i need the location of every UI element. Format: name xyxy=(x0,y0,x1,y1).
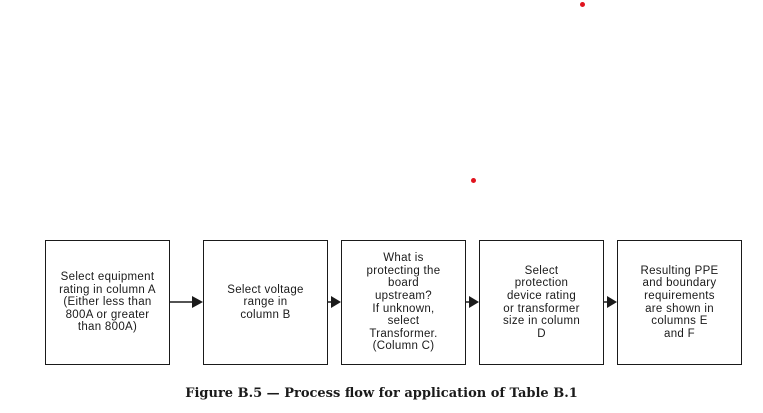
step-box-voltage-range: Select voltage range in column B xyxy=(203,240,328,365)
step-text: Select equipment rating in column A (Eit… xyxy=(59,271,156,334)
step-text: Select protection device rating or trans… xyxy=(502,264,581,340)
step-text: Resulting PPE and boundary requirements … xyxy=(640,264,719,340)
arrow-right-icon xyxy=(170,296,203,308)
step-box-upstream-protection: What is protecting the board upstream? I… xyxy=(341,240,466,365)
arrow-right-icon xyxy=(328,296,341,308)
arrow-right-icon xyxy=(466,296,479,308)
figure-caption: Figure B.5 — Process flow for applicatio… xyxy=(185,386,578,401)
red-dot-marker xyxy=(471,178,476,183)
step-box-device-rating: Select protection device rating or trans… xyxy=(479,240,604,365)
arrow-right-icon xyxy=(604,296,617,308)
step-box-equipment-rating: Select equipment rating in column A (Eit… xyxy=(45,240,170,365)
step-text: What is protecting the board upstream? I… xyxy=(366,252,441,353)
step-text: Select voltage range in column B xyxy=(227,283,304,321)
red-dot-marker xyxy=(580,2,585,7)
step-box-ppe-result: Resulting PPE and boundary requirements … xyxy=(617,240,742,365)
